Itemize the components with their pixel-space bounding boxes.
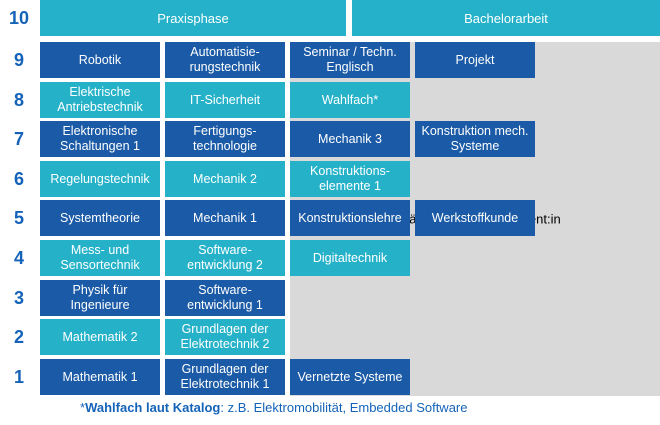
module-cell: Grundlagen der Elektrotechnik 2 [165, 319, 285, 355]
module-cell: Vernetzte Systeme [290, 359, 410, 395]
module-cell: Grundlagen der Elektrotechnik 1 [165, 359, 285, 395]
semester-number-3: 3 [13, 287, 24, 308]
semester-number-10: 10 [8, 7, 30, 28]
module-cell: Konstruktion mech. Systeme [415, 121, 535, 157]
module-cell: Physik für Ingenieure [40, 280, 160, 316]
module-cell: Automatisie- rungstechnik [165, 42, 285, 78]
footnote-bold: Wahlfach laut Katalog [85, 400, 221, 415]
module-cell: Fertigungs- technologie [165, 121, 285, 157]
module-cell: Elektrische Antriebstechnik [40, 82, 160, 118]
praxisphase-bar: Praxisphase [40, 0, 346, 36]
footnote-marker: * [80, 400, 86, 415]
semester-number-7: 7 [13, 128, 24, 149]
module-cell: Elektronische Schaltungen 1 [40, 121, 160, 157]
module-cell: Mechanik 1 [165, 200, 285, 236]
module-cell: Mathematik 1 [40, 359, 160, 395]
semester-number-1: 1 [13, 366, 24, 387]
semester-number-2: 2 [13, 326, 24, 347]
module-cell: IT-Sicherheit [165, 82, 285, 118]
semester-number-4: 4 [13, 247, 24, 268]
module-cell: Konstruktions- elemente 1 [290, 161, 410, 197]
module-cell: Konstruktionslehre [290, 200, 410, 236]
module-cell: Mechanik 3 [290, 121, 410, 157]
module-cell: Regelungstechnik [40, 161, 160, 197]
module-cell: Projekt [415, 42, 535, 78]
module-cell: Werkstoffkunde [415, 200, 535, 236]
module-cell: Mathematik 2 [40, 319, 160, 355]
semester-number-8: 8 [13, 89, 24, 110]
module-cell: Mess- und Sensortechnik [40, 240, 160, 276]
module-cell: Wahlfach* [290, 82, 410, 118]
module-cell: Software- entwicklung 2 [165, 240, 285, 276]
module-cell: Digitaltechnik [290, 240, 410, 276]
footnote: *Wahlfach laut Katalog: z.B. Elektromobi… [80, 400, 468, 415]
module-cell: Robotik [40, 42, 160, 78]
footnote-rest: : z.B. Elektromobilität, Embedded Softwa… [220, 400, 468, 415]
semester-number-9: 9 [13, 49, 24, 70]
semester-number-5: 5 [13, 207, 24, 228]
semester-number-6: 6 [13, 168, 24, 189]
module-cell: Mechanik 2 [165, 161, 285, 197]
module-cell: Software- entwicklung 1 [165, 280, 285, 316]
bachelorarbeit-bar: Bachelorarbeit [352, 0, 660, 36]
module-cell: Seminar / Techn. Englisch [290, 42, 410, 78]
module-cell: Systemtheorie [40, 200, 160, 236]
